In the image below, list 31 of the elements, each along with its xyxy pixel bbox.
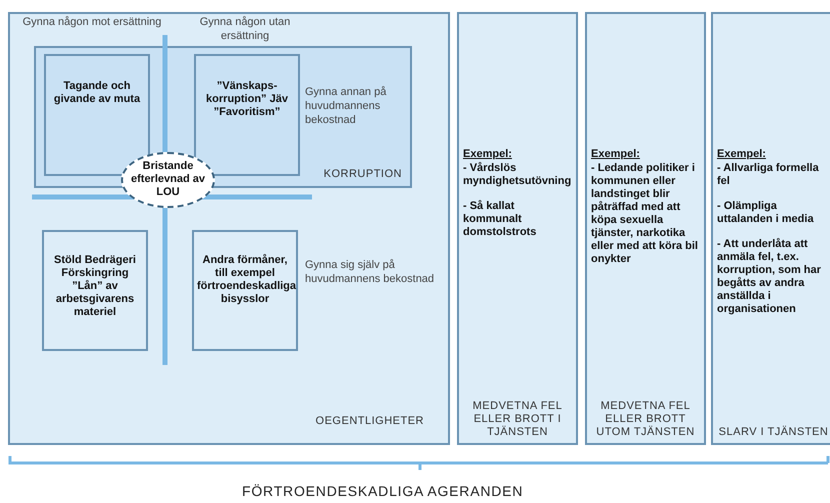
box-text: ”Vänskaps-korruption” Jäv ”Favoritism” <box>205 80 289 119</box>
category-panel <box>8 12 450 445</box>
example-text: - Allvarliga formella fel <box>717 162 820 188</box>
column-title: SLARV I TJÄNSTEN <box>718 426 830 439</box>
category-box <box>192 230 298 351</box>
box-text: Tagande och givande av muta <box>52 80 142 106</box>
panel-title: KORRUPTION <box>324 168 402 180</box>
box-text: Stöld Bedrägeri Förskingring ”Lån” av arbetsgivarens materiel <box>53 254 137 319</box>
category-column <box>457 12 578 445</box>
category-box <box>194 54 300 176</box>
bracket-caption: FÖRTROENDESKADLIGA AGERANDEN <box>242 484 524 498</box>
example-text: - Vårdslös myndighetsutövning <box>463 162 572 188</box>
example-heading: Exempel: <box>463 148 512 161</box>
example-text: - Ledande politiker i kommunen eller landstinget blir påträffad med att köpa sexuella tjänster, narkotika eller med att köra bil onykter <box>591 162 699 266</box>
axis-label: Gynna någon mot ersättning <box>22 15 162 29</box>
example-text: - Att underlåta att anmäla fel, t.ex. korruption, som har begåtts av andra anställda i organisationen <box>717 238 822 316</box>
category-box <box>42 230 148 351</box>
category-panel <box>34 46 412 188</box>
ellipse-text: Bristande efterlevnad av LOU <box>131 160 205 199</box>
axis-label: Gynna sig själv på huvudmannens bekostnad <box>305 258 435 286</box>
category-column <box>711 12 830 445</box>
example-text: - Så kallat kommunalt domstolstrots <box>463 200 538 239</box>
example-heading: Exempel: <box>717 148 766 161</box>
category-column <box>585 12 706 445</box>
panel-title: OEGENTLIGHETER <box>316 415 424 427</box>
example-text: - Olämpliga uttalanden i media <box>717 200 815 226</box>
axis-label: Gynna någon utan ersättning <box>198 15 292 43</box>
column-title: MEDVETNA FEL ELLER BROTT UTOM TJÄNSTEN <box>595 400 696 439</box>
axis-label: Gynna annan på huvudmannens bekostnad <box>305 85 388 127</box>
example-heading: Exempel: <box>591 148 640 161</box>
column-title: MEDVETNA FEL ELLER BROTT I TJÄNSTEN <box>472 400 564 439</box>
